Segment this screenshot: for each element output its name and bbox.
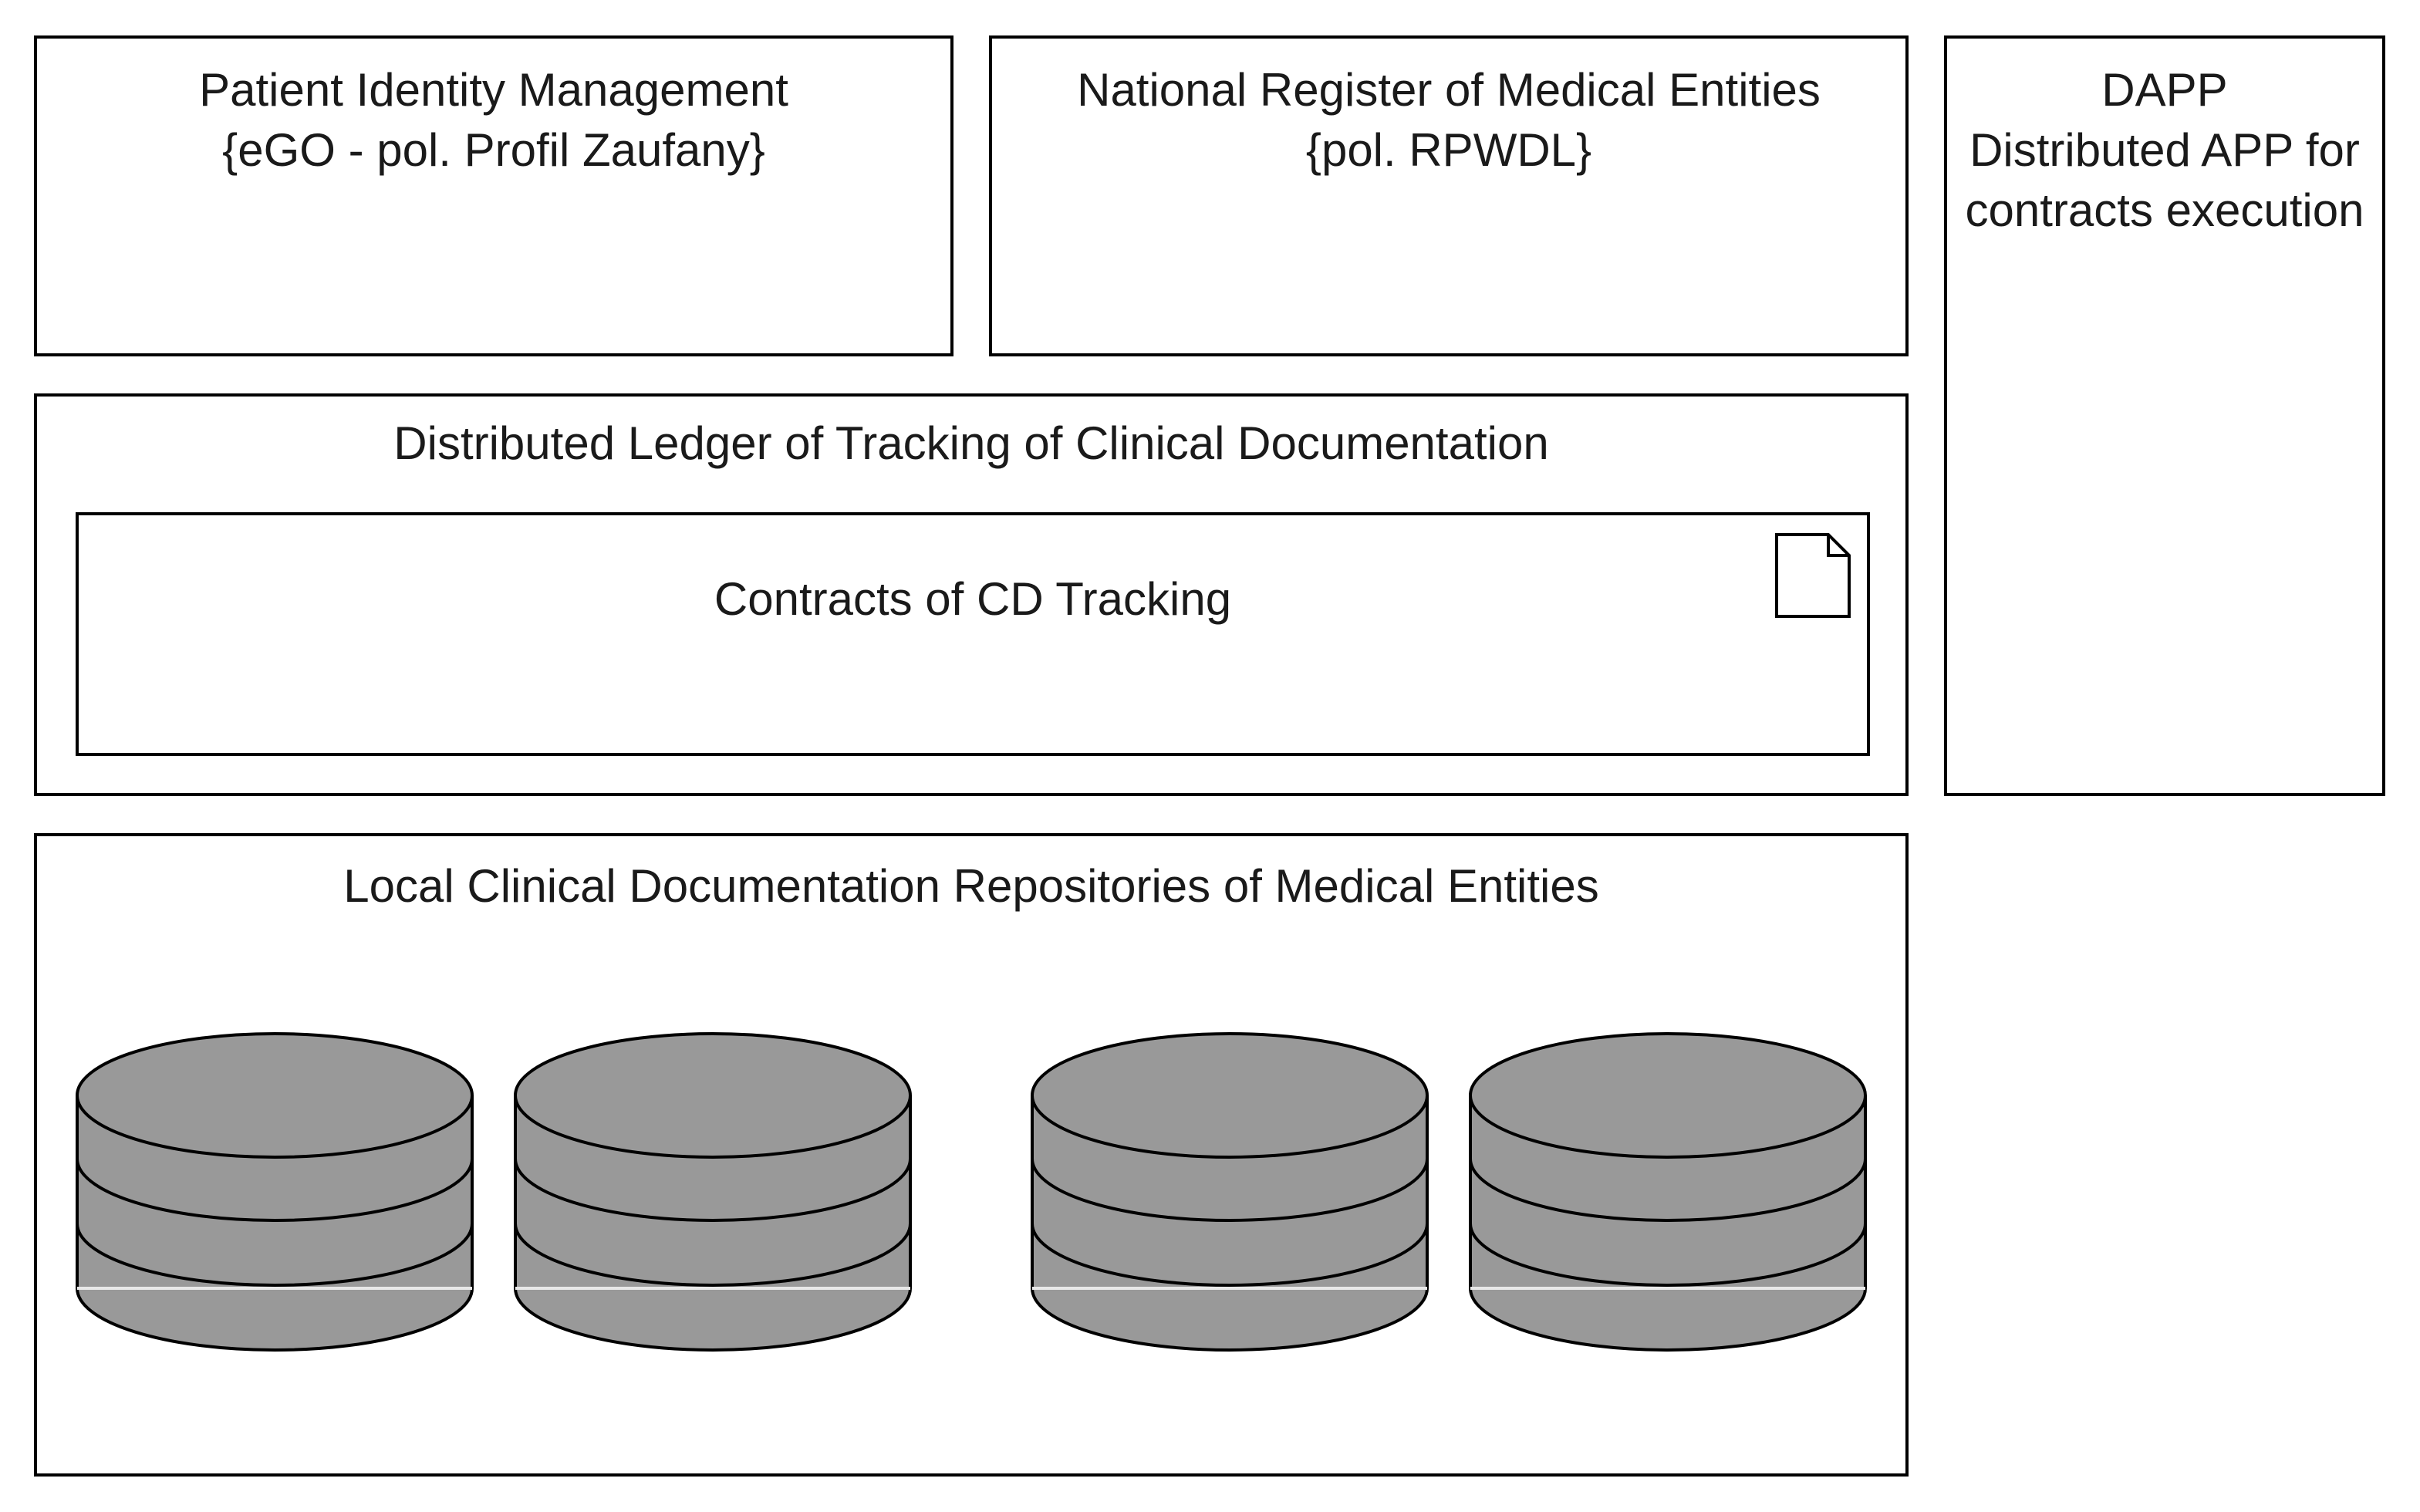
document-icon [1775,533,1851,618]
database-icon [1031,1032,1429,1352]
distributed-ledger-box: Distributed Ledger of Tracking of Clinic… [34,393,1909,796]
national-register-title-line2: {pol. RPWDL} [1305,124,1592,176]
dapp-title: DAPP Distributed APP for contracts execu… [1947,60,2382,241]
contracts-box: Contracts of CD Tracking [76,512,1870,756]
national-register-box: National Register of Medical Entities {p… [989,35,1909,356]
distributed-ledger-title: Distributed Ledger of Tracking of Clinic… [393,417,1549,469]
national-register-title: National Register of Medical Entities {p… [992,60,1905,181]
dapp-title-line1: DAPP [2101,64,2228,116]
dapp-title-line3: contracts execution [1965,184,2364,236]
database-icon [1469,1032,1867,1352]
dapp-title-line2: Distributed APP for [1969,124,2360,176]
patient-identity-management-title: Patient Identity Management {eGO - pol. … [37,60,950,181]
database-icon [514,1032,912,1352]
national-register-title-line1: National Register of Medical Entities [1077,64,1821,116]
database-icon [76,1032,474,1352]
patient-identity-management-title-line1: Patient Identity Management [199,64,788,116]
patient-identity-management-box: Patient Identity Management {eGO - pol. … [34,35,953,356]
local-repositories-title: Local Clinical Documentation Repositorie… [343,860,1599,912]
patient-identity-management-title-line2: {eGO - pol. Profil Zaufany} [222,124,765,176]
dapp-box: DAPP Distributed APP for contracts execu… [1944,35,2385,796]
contracts-title: Contracts of CD Tracking [714,573,1232,625]
